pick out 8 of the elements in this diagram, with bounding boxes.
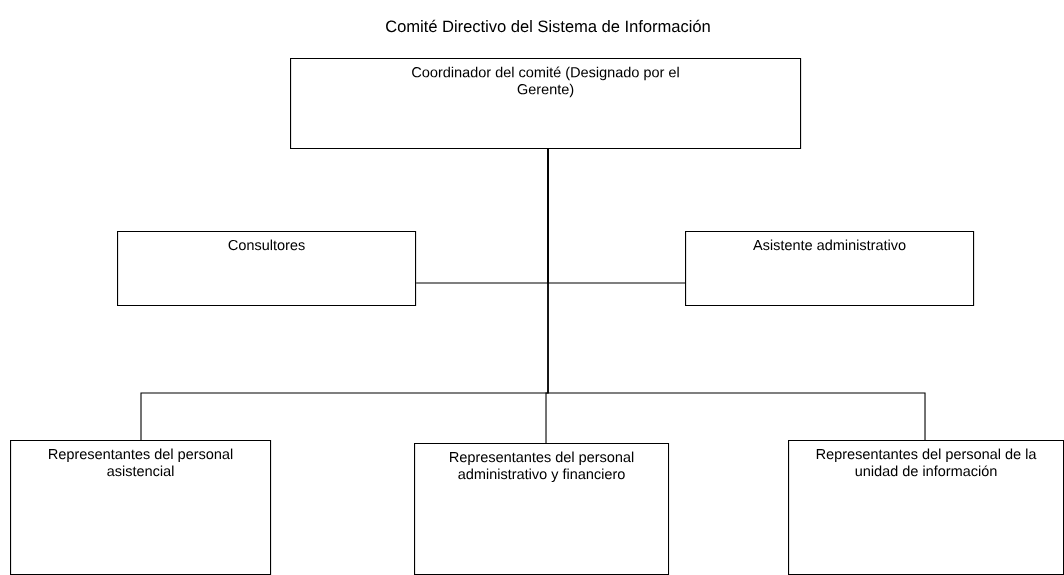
org-box: Coordinador del comité (Designado por el Gerente): [290, 58, 802, 150]
org-box: Representantes del personal de la unidad de información: [788, 440, 1064, 575]
org-box: Asistente administrativo: [685, 231, 975, 307]
org-box: Representantes del personal asistencial: [10, 440, 272, 575]
org-box: Representantes del personal administrativo y financiero: [414, 443, 670, 575]
org-box: Consultores: [117, 231, 417, 307]
connector-line: [547, 148, 926, 441]
title: Comité Directivo del Sistema de Información: [386, 19, 710, 33]
